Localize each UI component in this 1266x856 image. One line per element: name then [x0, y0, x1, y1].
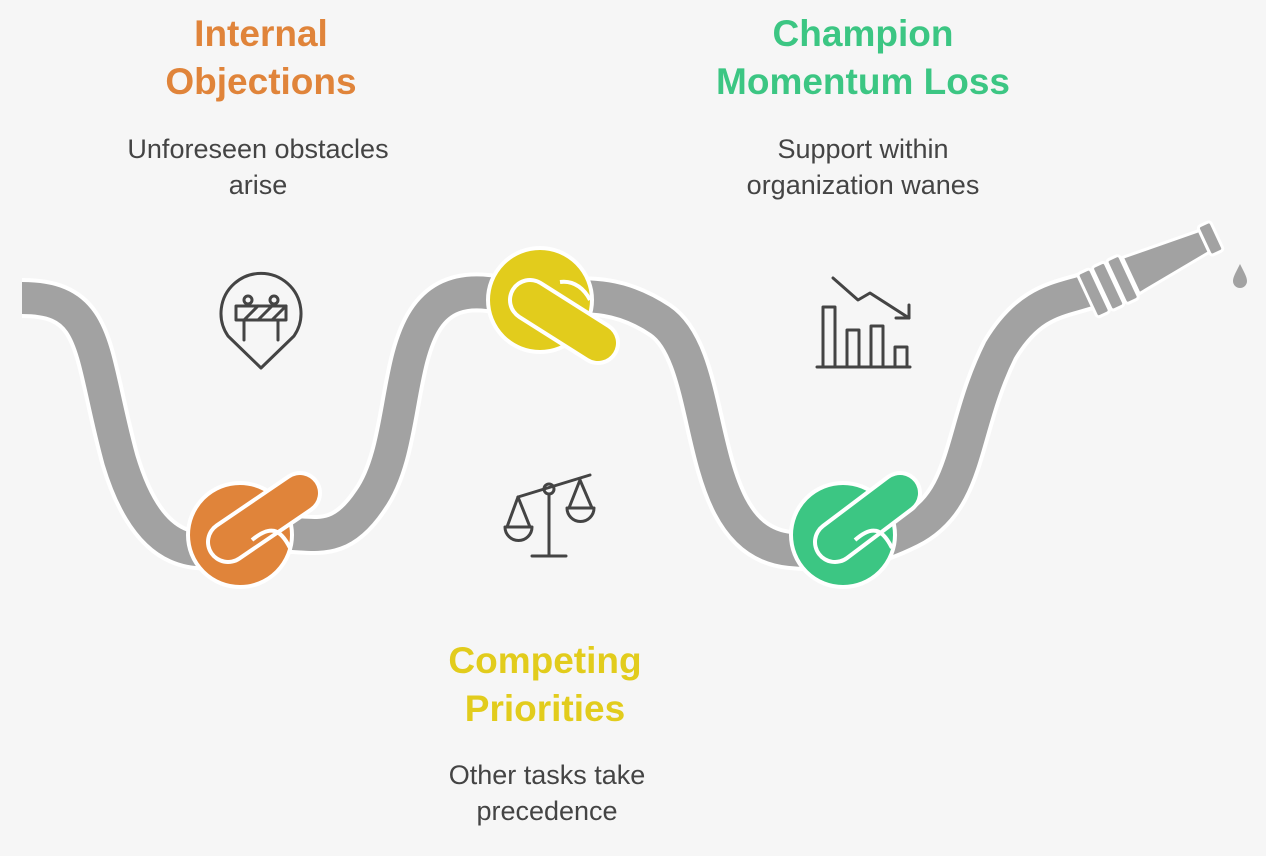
roadblock-pin-icon — [221, 273, 301, 368]
title-line: Momentum Loss — [693, 58, 1033, 106]
knot-competing-priorities — [488, 248, 598, 352]
desc-line: precedence — [400, 793, 694, 829]
item-desc-internal-objections: Unforeseen obstacles arise — [98, 131, 418, 203]
desc-line: organization wanes — [703, 167, 1023, 203]
knot-champion-momentum-loss — [791, 483, 900, 587]
title-line: Competing — [420, 637, 670, 685]
title-line: Champion — [693, 10, 1033, 58]
balance-scale-icon — [505, 475, 594, 556]
item-desc-competing-priorities: Other tasks take precedence — [400, 757, 694, 829]
item-title-internal-objections: Internal Objections — [140, 10, 382, 106]
title-line: Priorities — [420, 685, 670, 733]
title-line: Objections — [140, 58, 382, 106]
desc-line: arise — [98, 167, 418, 203]
item-title-competing-priorities: Competing Priorities — [420, 637, 670, 733]
item-title-champion-momentum-loss: Champion Momentum Loss — [693, 10, 1033, 106]
hose-nozzle — [1077, 214, 1227, 318]
knot-internal-objections — [188, 483, 300, 587]
water-drop-icon — [1233, 264, 1247, 288]
desc-line: Support within — [703, 131, 1023, 167]
item-desc-champion-momentum-loss: Support within organization wanes — [703, 131, 1023, 203]
declining-bar-chart-icon — [817, 278, 910, 367]
desc-line: Unforeseen obstacles — [98, 131, 418, 167]
desc-line: Other tasks take — [400, 757, 694, 793]
title-line: Internal — [140, 10, 382, 58]
